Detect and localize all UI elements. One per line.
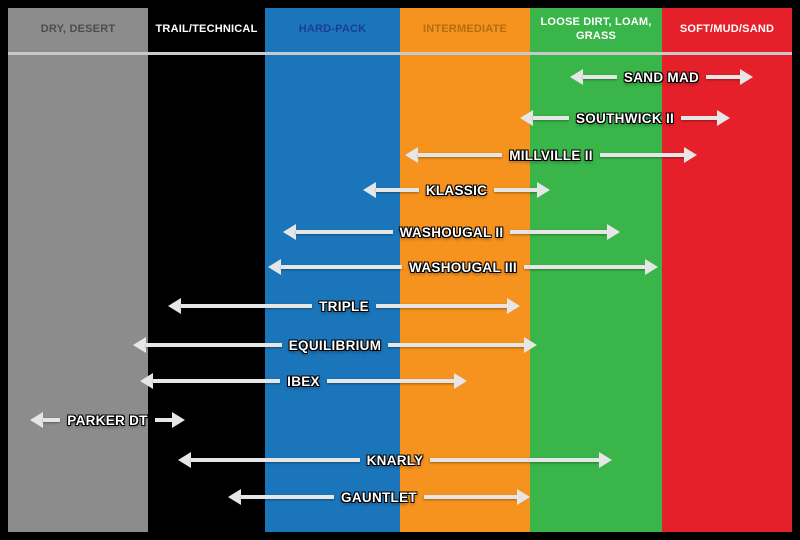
arrowhead-left-icon: [363, 182, 376, 198]
terrain-column-hard-pack: HARD-PACK: [265, 8, 400, 532]
tire-name: KLASSIC: [425, 182, 488, 198]
tire-range-ibex: IBEX: [140, 371, 467, 391]
arrow-line: [510, 230, 608, 234]
arrow-line: [326, 379, 454, 383]
arrowhead-right-icon: [172, 412, 186, 428]
tire-range-klassic: KLASSIC: [363, 180, 551, 200]
terrain-column-label: DRY, DESERT: [40, 23, 116, 36]
arrow-line: [146, 343, 282, 347]
arrowhead-right-icon: [607, 224, 621, 240]
tire-name: SAND MAD: [623, 69, 700, 85]
arrow-line: [430, 458, 599, 462]
tire-name: SOUTHWICK II: [575, 110, 675, 126]
arrow-line: [423, 495, 517, 499]
terrain-column-label: HARD-PACK: [298, 23, 367, 36]
arrow-line: [533, 116, 569, 120]
tire-range-knarly: KNARLY: [178, 450, 612, 470]
tire-range-gauntlet: GAUNTLET: [228, 487, 530, 507]
arrow-line: [494, 188, 538, 192]
arrow-line: [153, 379, 281, 383]
terrain-column-label: SOFT/MUD/SAND: [679, 23, 775, 36]
arrow-line: [375, 304, 507, 308]
tire-name: EQUILIBRIUM: [288, 337, 382, 353]
tire-name: GAUNTLET: [341, 489, 417, 505]
arrowhead-left-icon: [133, 337, 146, 353]
arrowhead-right-icon: [740, 69, 753, 85]
tire-terrain-chart: DRY, DESERT TRAIL/TECHNICAL HARD-PACK IN…: [8, 8, 792, 532]
tire-name: IBEX: [287, 373, 320, 389]
terrain-column-trail-technical: TRAIL/TECHNICAL: [148, 8, 265, 532]
arrow-line: [154, 418, 173, 422]
tire-name: WASHOUGAL III: [409, 259, 517, 275]
arrow-line: [388, 343, 525, 347]
terrain-column-label: TRAIL/TECHNICAL: [155, 23, 258, 36]
tire-name: PARKER DT: [67, 412, 148, 428]
arrowhead-right-icon: [454, 373, 467, 389]
arrowhead-left-icon: [405, 147, 418, 163]
arrow-line: [583, 75, 617, 79]
tire-range-millville-ii: MILLVILLE II: [405, 145, 697, 165]
arrow-line: [296, 230, 393, 234]
arrowhead-right-icon: [717, 110, 730, 126]
arrow-line: [681, 116, 717, 120]
arrow-line: [523, 265, 645, 269]
arrowhead-left-icon: [570, 69, 583, 85]
arrow-line: [43, 418, 61, 422]
tire-range-washougal-ii: WASHOUGAL II: [283, 222, 621, 242]
tire-range-triple: TRIPLE: [168, 296, 520, 316]
arrowhead-right-icon: [599, 452, 612, 468]
arrowhead-left-icon: [228, 489, 241, 505]
tire-name: MILLVILLE II: [509, 147, 593, 163]
arrowhead-right-icon: [507, 298, 520, 314]
terrain-column-label: INTERMEDIATE: [422, 23, 508, 36]
terrain-column-loose-dirt-loam-grass: LOOSE DIRT, LOAM, GRASS: [530, 8, 662, 532]
tire-name: KNARLY: [366, 452, 424, 468]
arrowhead-left-icon: [178, 452, 191, 468]
arrowhead-right-icon: [517, 489, 530, 505]
arrow-line: [281, 265, 403, 269]
arrow-line: [599, 153, 684, 157]
arrow-line: [706, 75, 740, 79]
tire-name: TRIPLE: [319, 298, 369, 314]
tire-range-southwick-ii: SOUTHWICK II: [520, 108, 730, 128]
arrowhead-left-icon: [520, 110, 533, 126]
terrain-column-soft-mud-sand: SOFT/MUD/SAND: [662, 8, 792, 532]
terrain-column-label: LOOSE DIRT, LOAM, GRASS: [540, 16, 652, 42]
header-divider: [8, 52, 792, 55]
tire-range-sand-mad: SAND MAD: [570, 67, 753, 87]
tire-range-equilibrium: EQUILIBRIUM: [133, 335, 538, 355]
arrowhead-right-icon: [524, 337, 538, 353]
arrowhead-right-icon: [537, 182, 551, 198]
arrow-line: [418, 153, 503, 157]
tire-name: WASHOUGAL II: [399, 224, 504, 240]
terrain-column-dry-desert: DRY, DESERT: [8, 8, 148, 532]
tire-range-washougal-iii: WASHOUGAL III: [268, 257, 658, 277]
arrowhead-left-icon: [30, 412, 43, 428]
arrow-line: [376, 188, 419, 192]
arrow-line: [191, 458, 360, 462]
arrow-line: [241, 495, 335, 499]
arrowhead-left-icon: [268, 259, 281, 275]
arrow-line: [181, 304, 313, 308]
arrowhead-left-icon: [140, 373, 153, 389]
arrowhead-left-icon: [283, 224, 296, 240]
tire-range-parker-dt: PARKER DT: [30, 410, 186, 430]
arrowhead-left-icon: [168, 298, 181, 314]
terrain-column-intermediate: INTERMEDIATE: [400, 8, 530, 532]
arrowhead-right-icon: [645, 259, 658, 275]
arrowhead-right-icon: [684, 147, 697, 163]
